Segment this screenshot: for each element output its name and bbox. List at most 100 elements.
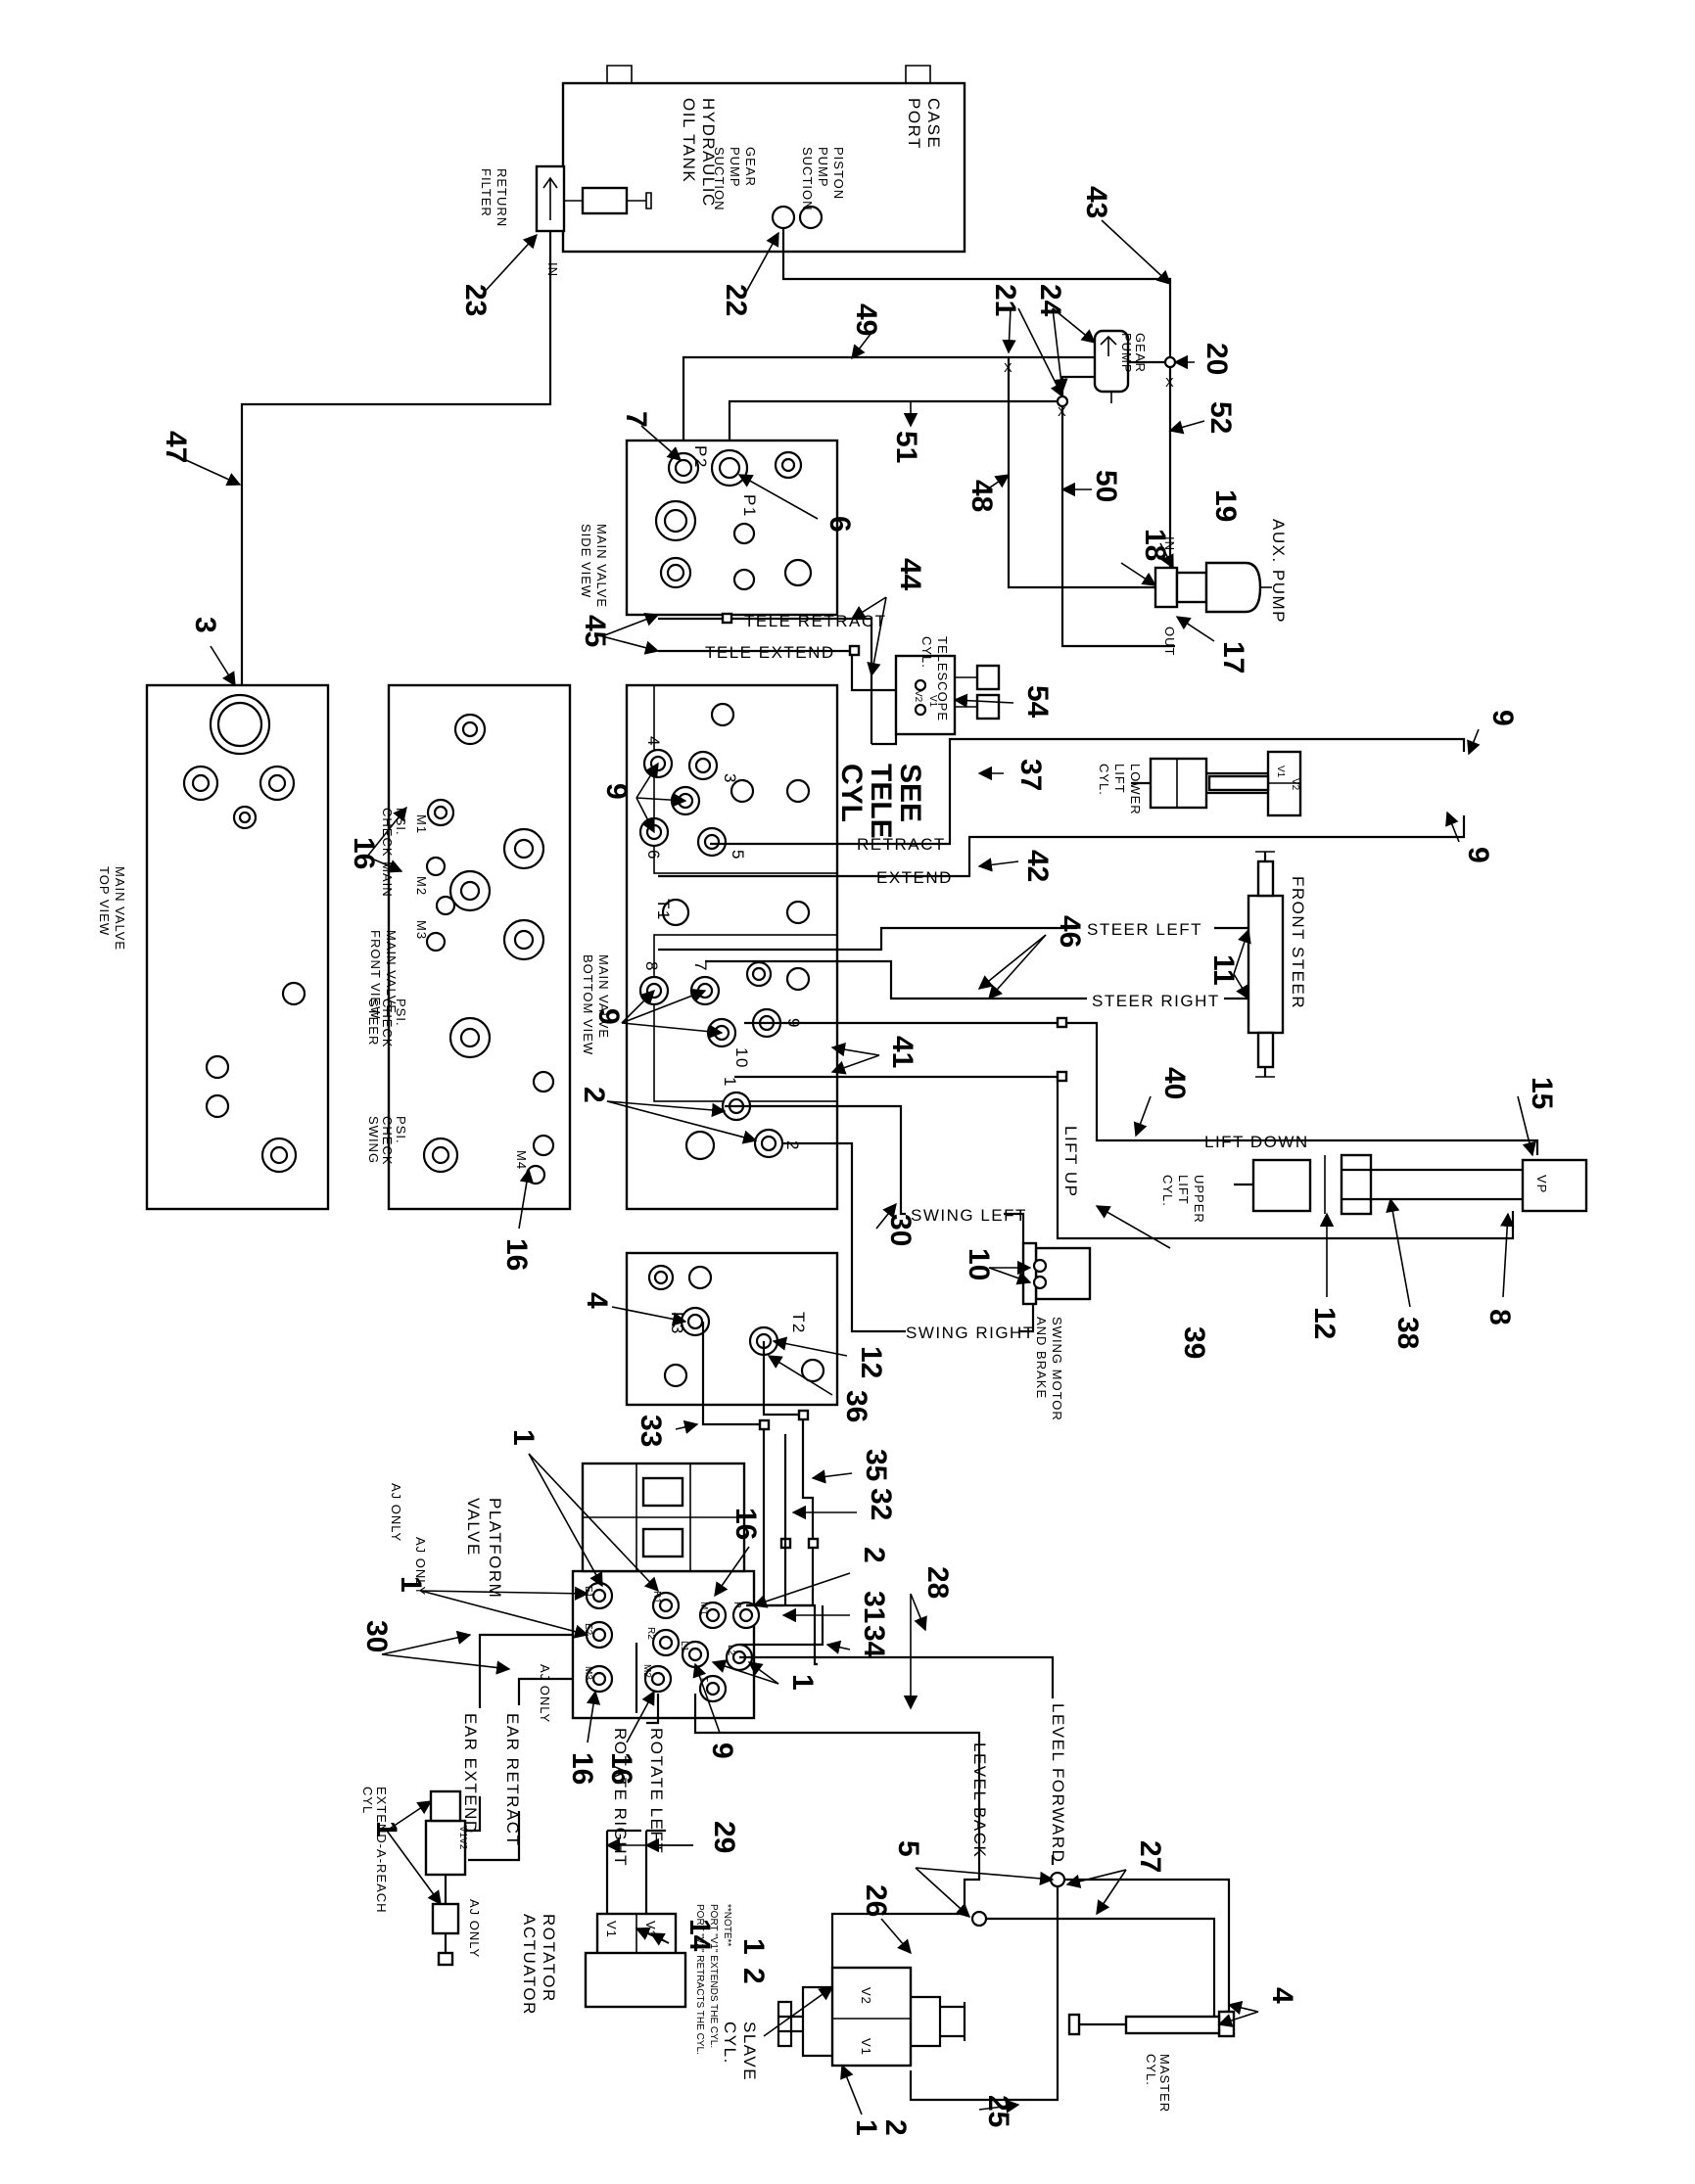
callout-26: 26 bbox=[860, 1884, 892, 1917]
svg-text:IN: IN bbox=[1162, 536, 1177, 551]
return-filter: RETURNFILTER IN bbox=[479, 164, 652, 277]
callout-23: 23 bbox=[459, 284, 492, 316]
telescope-cylinder: TELESCOPECYL. V1 V2 bbox=[894, 636, 1001, 736]
main-valve-top-view: MAIN VALVETOP VIEW bbox=[97, 683, 330, 1211]
platform-valve: PLATFORMVALVE E1 E2 M3 R1 R2 M2 M1 P L1 … bbox=[464, 1462, 761, 1720]
svg-text:SEETELECYL: SEETELECYL bbox=[835, 764, 926, 839]
callout-24: 24 bbox=[1034, 284, 1066, 317]
line-47 bbox=[240, 231, 552, 764]
callout-9a: 9 bbox=[600, 783, 633, 800]
front-steer-cylinder: FRONT STEER bbox=[1247, 851, 1307, 1078]
callout-42: 42 bbox=[1021, 850, 1054, 882]
svg-text:TELE EXTEND: TELE EXTEND bbox=[705, 643, 835, 662]
main-valve-bottom-view: MAIN VALVEBOTTOM VIEW 4 3 6 5 T1 8 7 9 1… bbox=[581, 683, 839, 1211]
callout-1a: 1 bbox=[507, 1429, 540, 1446]
svg-text:V1: V1 bbox=[604, 1921, 619, 1938]
callout-9b: 9 bbox=[1486, 710, 1519, 726]
svg-text:LEVEL BACK: LEVEL BACK bbox=[970, 1743, 989, 1858]
callout-43: 43 bbox=[1080, 186, 1112, 218]
callout-46: 46 bbox=[1054, 915, 1086, 948]
callout-17: 17 bbox=[1217, 641, 1249, 674]
svg-text:LIFT DOWN: LIFT DOWN bbox=[1204, 1133, 1309, 1151]
svg-text:L1: L1 bbox=[679, 1641, 689, 1652]
rotator-actuator: V1 V2 ROTATORACTUATOR bbox=[520, 1912, 687, 2016]
callout-49: 49 bbox=[850, 303, 882, 336]
callout-31: 31 bbox=[858, 1591, 890, 1623]
svg-text:PISTONPUMPSUCTION: PISTONPUMPSUCTION bbox=[800, 147, 846, 211]
callout-28: 28 bbox=[921, 1566, 954, 1599]
svg-text:LIFT UP: LIFT UP bbox=[1061, 1126, 1080, 1197]
svg-text:GEARPUMP: GEARPUMP bbox=[1119, 333, 1148, 374]
svg-text:3: 3 bbox=[721, 773, 739, 784]
svg-text:SLAVECYL.: SLAVECYL. bbox=[721, 2021, 759, 2081]
callout-2c: 2 bbox=[737, 1968, 770, 1984]
callout-32: 32 bbox=[865, 1488, 897, 1520]
line-44 bbox=[730, 617, 873, 744]
svg-text:GEARPUMPSUCTION: GEARPUMPSUCTION bbox=[712, 147, 758, 211]
callout-12b: 12 bbox=[1308, 1307, 1341, 1339]
svg-text:MASTERCYL.: MASTERCYL. bbox=[1144, 2054, 1172, 2113]
callout-21: 21 bbox=[989, 284, 1021, 316]
line-40 bbox=[744, 1021, 1539, 1155]
svg-text:RETRACT: RETRACT bbox=[857, 835, 946, 854]
svg-text:P3: P3 bbox=[668, 1312, 686, 1335]
svg-text:ROTATE RIGHT: ROTATE RIGHT bbox=[611, 1728, 630, 1867]
callout-1b: 1 bbox=[395, 1576, 427, 1593]
svg-text:7: 7 bbox=[691, 961, 710, 972]
callout-leaders bbox=[185, 219, 1536, 2115]
callout-29: 29 bbox=[708, 1821, 740, 1853]
callout-6: 6 bbox=[824, 516, 856, 533]
svg-text:EAR RETRACT: EAR RETRACT bbox=[503, 1713, 522, 1846]
callout-45: 45 bbox=[579, 615, 611, 647]
svg-text:OUT: OUT bbox=[1162, 627, 1177, 656]
svg-text:X: X bbox=[1004, 360, 1013, 375]
line-50 bbox=[1060, 401, 1175, 648]
line-46a bbox=[658, 926, 1248, 952]
main-valve-side-view: P2 P1 MAIN VALVESIDE VIEW bbox=[579, 439, 839, 617]
aux-pump: AUX. PUMP IN OUT bbox=[1154, 519, 1288, 656]
svg-text:V1: V1 bbox=[1275, 766, 1286, 778]
callout-4a: 4 bbox=[581, 1292, 613, 1309]
callout-40: 40 bbox=[1158, 1067, 1191, 1099]
auxiliary-valve-block: P3 T2 bbox=[625, 1251, 839, 1407]
svg-text:EXTEND: EXTEND bbox=[876, 868, 953, 887]
callout-18: 18 bbox=[1139, 529, 1171, 561]
svg-text:EXTEND-A-REACHCYL: EXTEND-A-REACHCYL bbox=[360, 1787, 389, 1914]
callout-41: 41 bbox=[886, 1036, 918, 1068]
extend-a-reach-cylinder: V1V2 EXTEND-A-REACHCYL AJ ONLY bbox=[360, 1787, 482, 1967]
ear-extend-line bbox=[478, 1633, 573, 1708]
svg-text:X: X bbox=[1058, 404, 1067, 419]
svg-text:1: 1 bbox=[721, 1077, 739, 1088]
svg-text:TELESCOPECYL.: TELESCOPECYL. bbox=[919, 636, 950, 721]
svg-text:V2: V2 bbox=[1290, 778, 1300, 791]
svg-text:MAIN VALVESIDE VIEW: MAIN VALVESIDE VIEW bbox=[579, 524, 609, 608]
svg-text:V1: V1 bbox=[927, 695, 938, 708]
svg-text:M4: M4 bbox=[514, 1150, 529, 1170]
callout-14: 14 bbox=[683, 1919, 716, 1952]
callout-2b: 2 bbox=[858, 1547, 890, 1563]
line-45 bbox=[658, 617, 896, 692]
callout-5: 5 bbox=[892, 1840, 924, 1857]
svg-text:ROTATE LEFT: ROTATE LEFT bbox=[647, 1728, 666, 1854]
callout-1f: 1 bbox=[850, 2119, 882, 2136]
svg-text:V2: V2 bbox=[859, 1987, 873, 2005]
svg-text:UPPERLIFTCYL.: UPPERLIFTCYL. bbox=[1160, 1175, 1206, 1224]
callout-36: 36 bbox=[840, 1390, 872, 1422]
main-valve-front-view: MAIN VALVEFRONT VIEW PSI.CHECK MAIN M1 M… bbox=[366, 683, 572, 1211]
svg-text:V2: V2 bbox=[913, 690, 923, 703]
line-34 bbox=[739, 1605, 824, 1647]
callout-16b: 16 bbox=[500, 1238, 533, 1271]
svg-text:PLATFORMVALVE: PLATFORMVALVE bbox=[464, 1498, 504, 1599]
svg-text:IN: IN bbox=[545, 262, 560, 277]
svg-text:AJ ONLY: AJ ONLY bbox=[413, 1537, 428, 1596]
svg-text:FRONT STEER: FRONT STEER bbox=[1289, 876, 1307, 1009]
callout-30b: 30 bbox=[360, 1620, 393, 1652]
svg-text:T2: T2 bbox=[789, 1312, 808, 1334]
callout-1d: 1 bbox=[370, 1821, 402, 1837]
callout-15: 15 bbox=[1526, 1077, 1558, 1109]
svg-text:P2: P2 bbox=[691, 445, 710, 469]
svg-text:MAIN VALVETOP VIEW: MAIN VALVETOP VIEW bbox=[97, 866, 127, 951]
master-cylinder: MASTERCYL. bbox=[1067, 2010, 1236, 2113]
callout-37: 37 bbox=[1014, 759, 1047, 791]
